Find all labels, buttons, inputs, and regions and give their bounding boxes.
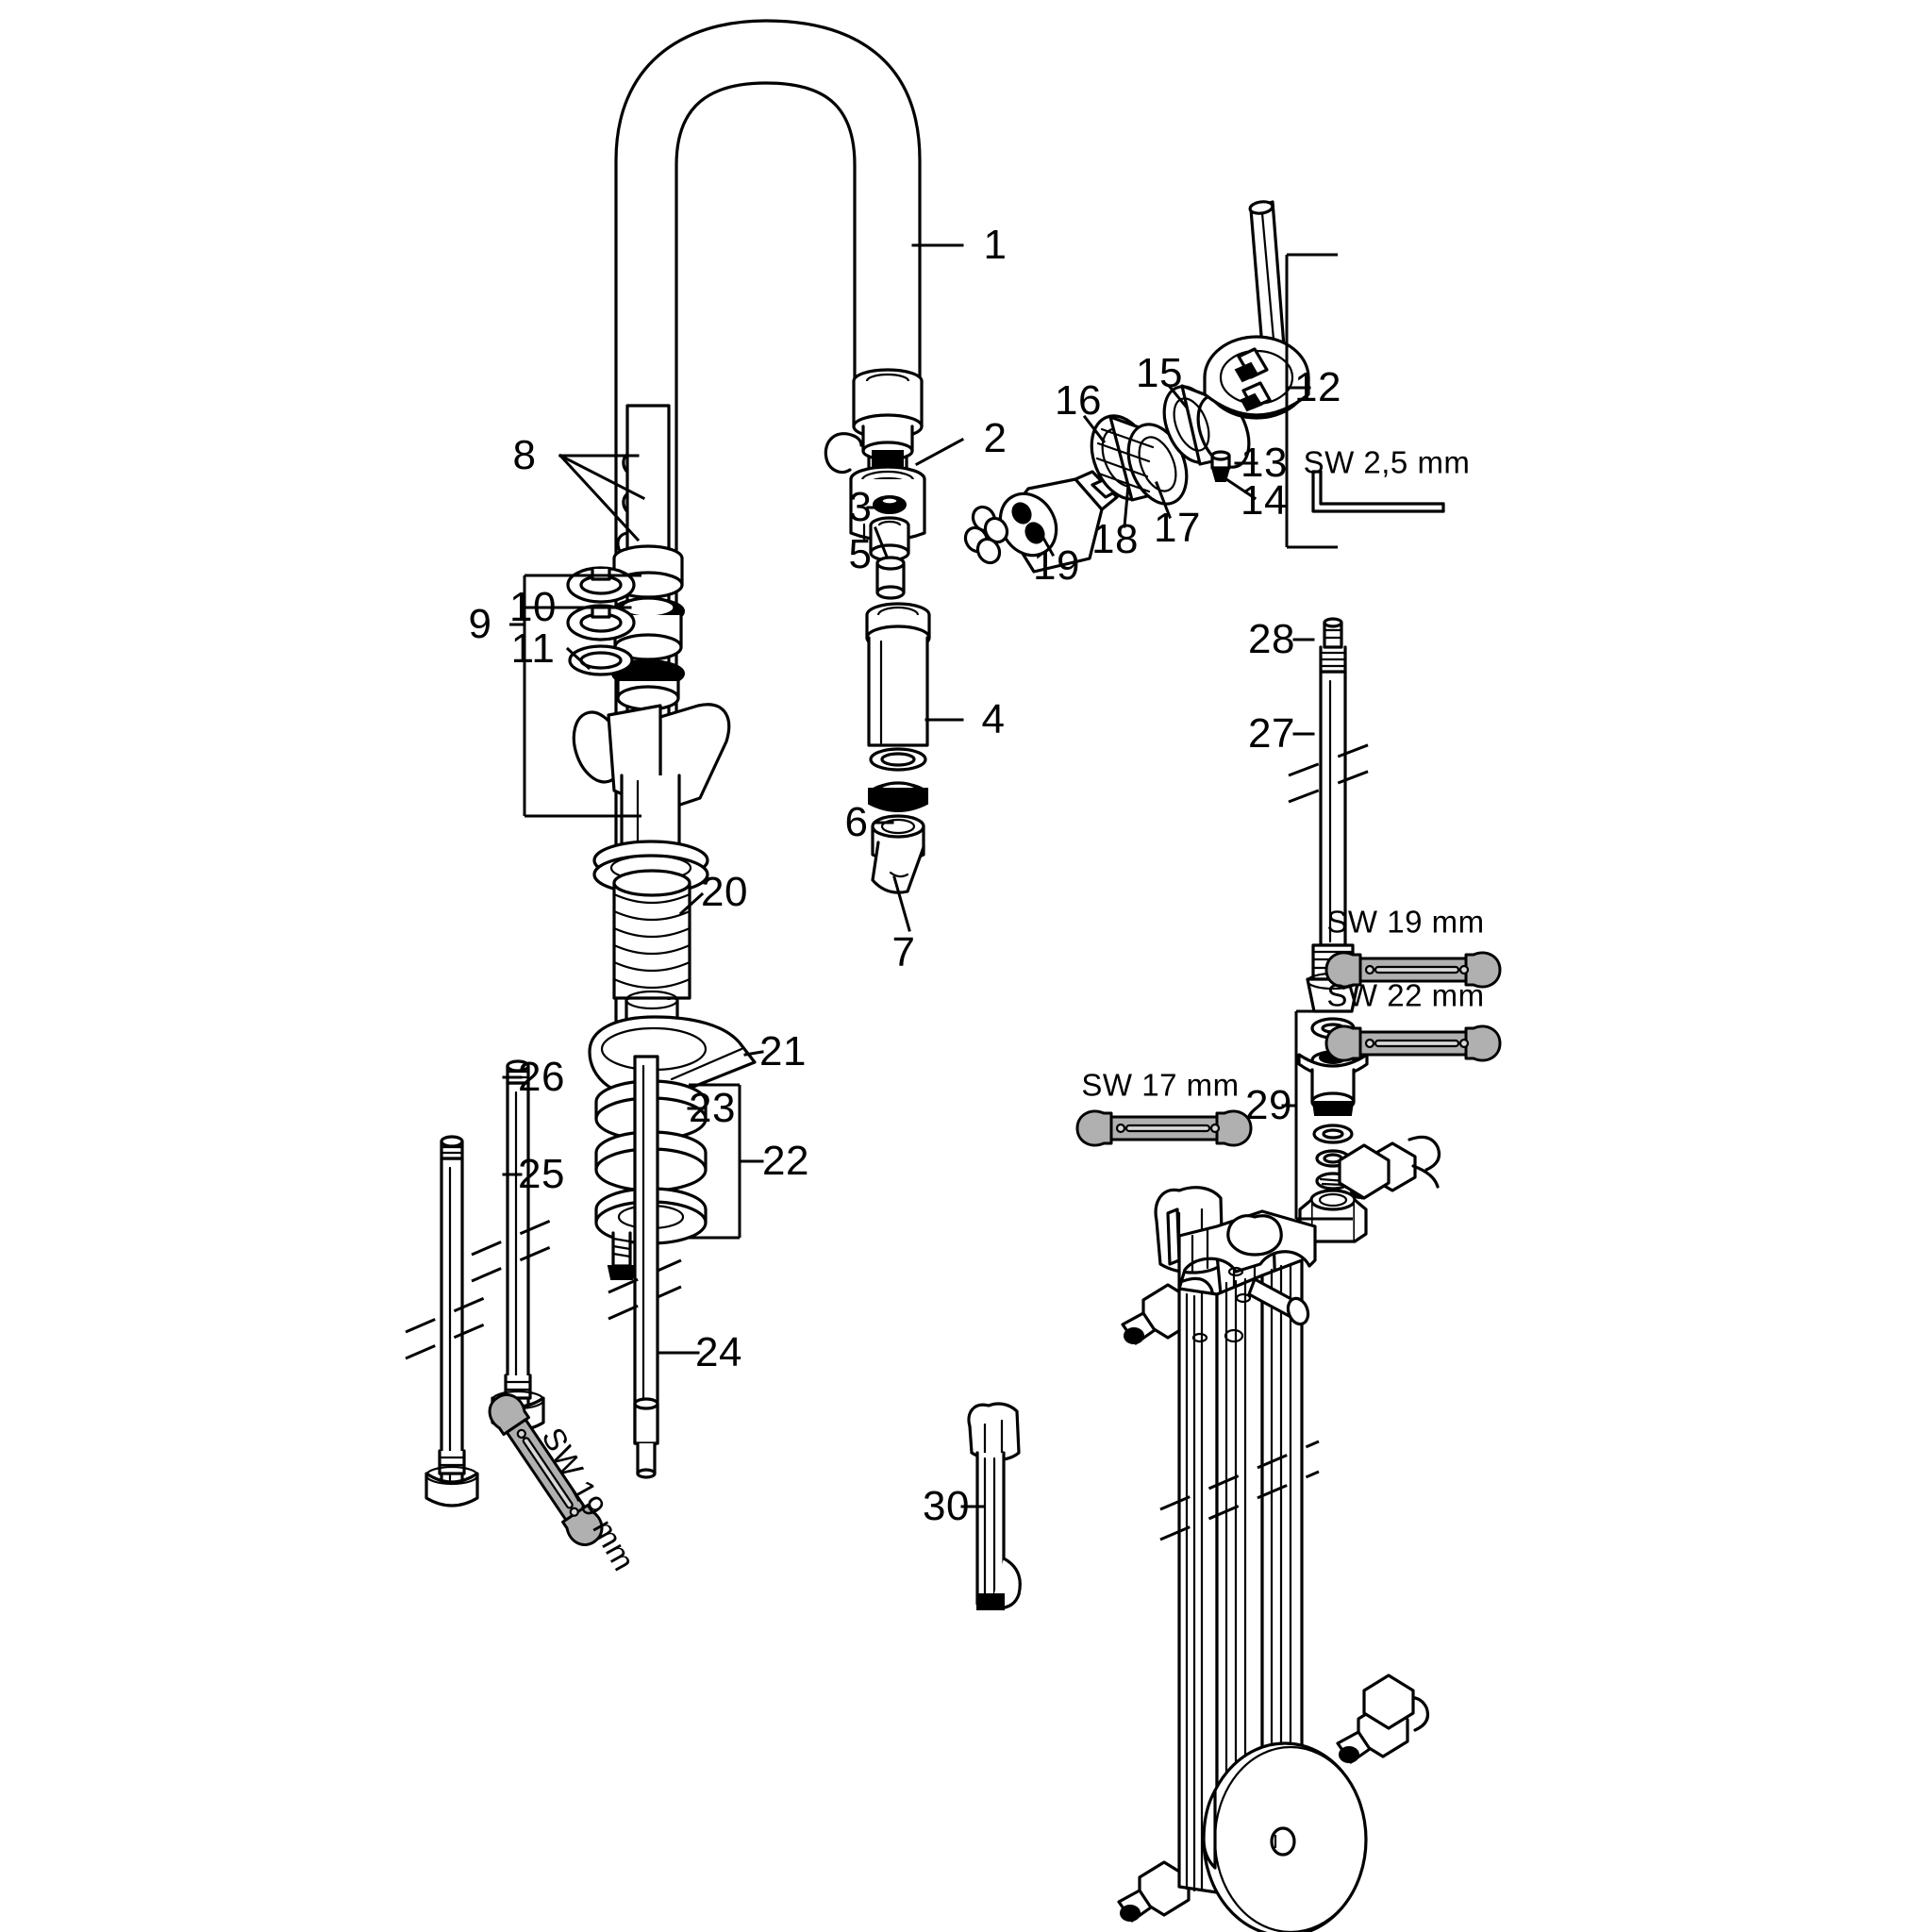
part-hose-guide-30 (967, 1402, 1022, 1610)
callout-12: 12 (1294, 364, 1341, 410)
callout-14: 14 (1241, 477, 1288, 524)
callout-13: 13 (1241, 440, 1288, 486)
part-cartridge-sleeve-4 (865, 602, 931, 747)
callout-19: 19 (1033, 542, 1080, 589)
part-connection-hose-27 (1288, 617, 1378, 1013)
tool-label-sw-17mm: SW 17 mm (1081, 1067, 1240, 1103)
callout-6: 6 (844, 799, 869, 845)
callout-5: 5 (848, 531, 873, 577)
part-grub-screw-13 (1210, 450, 1231, 482)
part-flow-guide-7 (871, 814, 925, 894)
part-supply-hose-25 (405, 1135, 490, 1507)
tool-allen-key (1311, 470, 1445, 513)
part-cartridge-19 (963, 470, 1126, 574)
callout-29: 29 (1245, 1082, 1292, 1128)
part-coupling-nut-2 (852, 368, 924, 473)
callout-4: 4 (981, 696, 1006, 742)
callout-26: 26 (518, 1054, 565, 1100)
callout-25: 25 (518, 1151, 565, 1197)
tool-wrench-sw19-top (1324, 951, 1502, 989)
part-seal-3 (873, 495, 907, 514)
callout-2: 2 (983, 415, 1008, 461)
callout-17: 17 (1154, 505, 1201, 551)
tool-wrench-sw19-bottom (488, 1393, 604, 1546)
callout-1: 1 (983, 222, 1008, 268)
part-c-clip (824, 432, 863, 475)
callout-3: 3 (848, 484, 873, 530)
part-threaded-collar-16 (1090, 414, 1189, 506)
callout-20: 20 (701, 869, 748, 915)
tool-wrench-sw17 (1075, 1109, 1253, 1147)
callout-30: 30 (923, 1483, 970, 1529)
part-small-screw (607, 1231, 637, 1280)
callout-10: 10 (509, 584, 557, 630)
part-fitting-d (1362, 1674, 1415, 1730)
part-fitting-f (1338, 1143, 1391, 1200)
callout-15: 15 (1136, 350, 1183, 396)
part-pulldown-hose-24 (608, 1055, 682, 1479)
part-lever-handle-12 (1203, 200, 1310, 420)
part-bush-5 (869, 516, 910, 600)
callout-9: 9 (468, 601, 492, 647)
tool-label-sw-22mm: SW 22 mm (1326, 977, 1485, 1013)
callout-24: 24 (695, 1329, 742, 1375)
callout-21: 21 (759, 1028, 807, 1074)
callout-16: 16 (1055, 377, 1102, 424)
part-triangular-plate-21 (588, 1015, 757, 1102)
part-seal-set-6 (868, 747, 928, 812)
part-ring-10b (566, 604, 636, 641)
callout-23: 23 (689, 1085, 736, 1131)
callout-8: 8 (512, 432, 537, 478)
tool-wrench-sw22 (1324, 1024, 1502, 1062)
tool-label-sw-19mm-top: SW 19 mm (1326, 904, 1485, 940)
callout-18: 18 (1091, 516, 1139, 562)
part-ring-10a (566, 566, 636, 604)
callout-11: 11 (510, 625, 556, 672)
callout-27: 27 (1248, 710, 1295, 757)
tool-label-sw-2-5mm: SW 2,5 mm (1303, 444, 1471, 480)
callout-7: 7 (891, 929, 916, 975)
leader-lines (502, 243, 1353, 1508)
part-counterweight-disc (1202, 1741, 1368, 1932)
part-threaded-shank-20 (612, 869, 691, 1041)
callout-22: 22 (762, 1138, 809, 1184)
part-supply-hose-26 (471, 1059, 556, 1432)
callout-28: 28 (1248, 616, 1295, 662)
